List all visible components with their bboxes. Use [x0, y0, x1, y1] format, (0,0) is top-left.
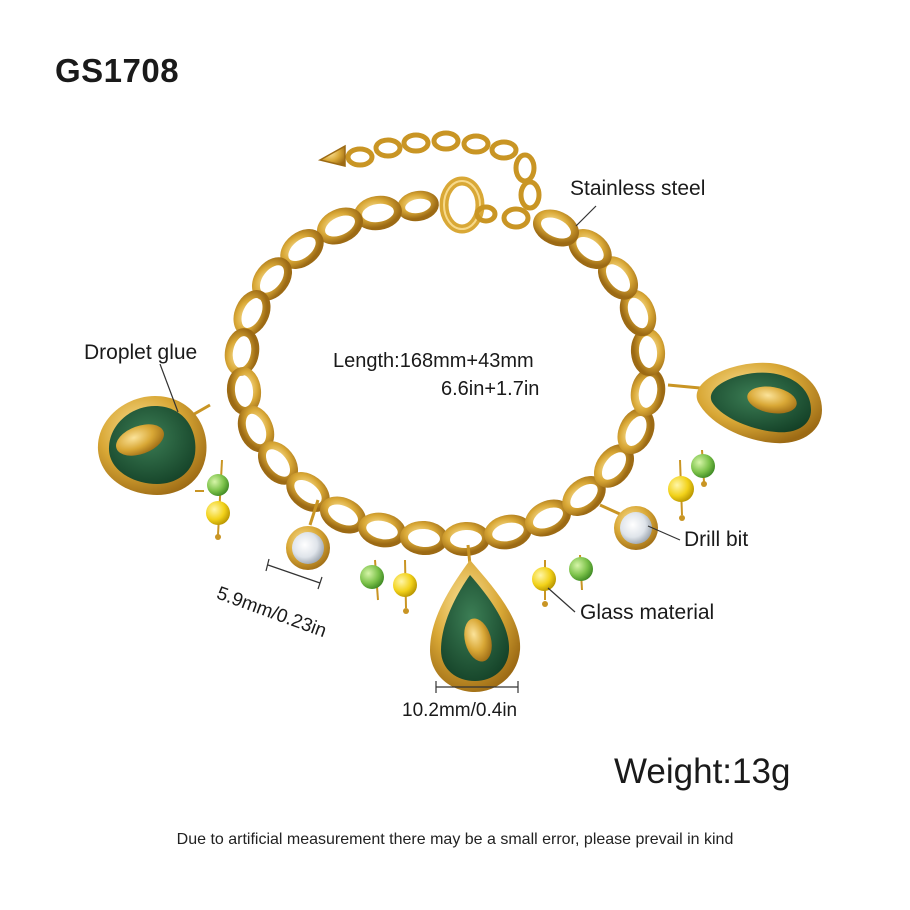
extender-chain: [345, 130, 542, 230]
label-droplet-glue: Droplet glue: [84, 341, 198, 364]
callout-glass: [547, 587, 576, 613]
dimension-marker-drill: [265, 558, 323, 590]
label-dimension-pendant: 10.2mm/0.4in: [402, 700, 518, 721]
callout-lines: [159, 205, 681, 613]
avocado-pendant-left: [97, 396, 211, 495]
label-glass-material: Glass material: [580, 601, 715, 624]
callout-droplet: [159, 363, 179, 413]
main-chain: [224, 190, 666, 557]
avocado-pendant-center: [430, 544, 521, 692]
measurement-disclaimer: Due to artificial measurement there may …: [176, 831, 734, 848]
glass-beads: [195, 449, 715, 614]
rhinestone-right: [599, 503, 658, 550]
extender-drop-tail: [317, 144, 346, 167]
avocado-pendant-right: [667, 362, 822, 444]
dimension-marker-pendant: [435, 681, 519, 693]
label-length-mm: Length:168mm+43mm: [333, 350, 534, 372]
callout-stainless: [575, 205, 597, 227]
label-stainless-steel: Stainless steel: [570, 177, 706, 200]
label-length-in: 6.6in+1.7in: [441, 378, 540, 400]
callout-drill: [647, 525, 681, 541]
rhinestone-left: [286, 499, 330, 570]
label-drill-bit: Drill bit: [684, 528, 749, 551]
product-sku: GS1708: [55, 52, 180, 89]
product-weight: Weight:13g: [614, 752, 791, 791]
lobster-clasp: [439, 176, 498, 234]
